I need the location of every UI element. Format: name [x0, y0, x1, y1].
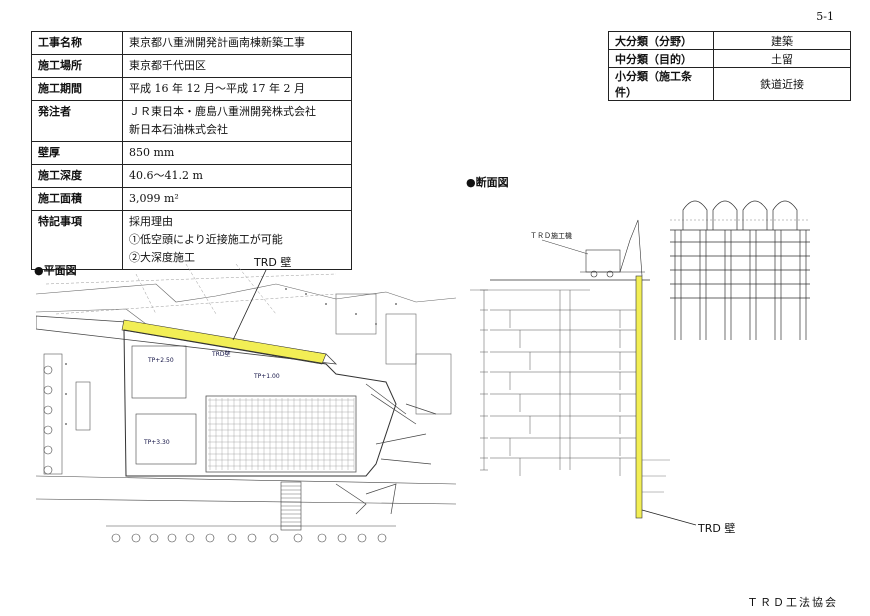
classification-label: 小分類（施工条件） — [608, 67, 714, 101]
axis-circle — [337, 533, 347, 543]
info-value-line: ＪＲ東日本・鹿島八重洲開発株式会社 — [129, 105, 316, 118]
info-value: 採用理由 ①低空頭により近接施工が可能 ②大深度施工 — [122, 210, 352, 270]
section-view-label: ●断面図 — [466, 176, 509, 189]
axis-circle — [205, 533, 215, 543]
info-label: 発注者 — [31, 100, 123, 142]
plan-tag: TRD壁 — [211, 350, 230, 358]
info-row: 施工面積 3,099 m² — [31, 187, 352, 211]
info-value-line: 東京都八重洲開発計画南棟新築工事 — [129, 36, 305, 49]
info-value-line: 40.6～41.2 m — [129, 169, 203, 182]
info-value: 東京都千代田区 — [122, 54, 352, 78]
axis-circle — [293, 533, 303, 543]
classification-value: 建築 — [713, 31, 851, 50]
info-value: 平成 16 年 12 月～平成 17 年 2 月 — [122, 77, 352, 101]
plan-view-label: ●平面図 — [34, 264, 77, 277]
classification-label: 大分類（分野） — [608, 31, 714, 50]
axis-circle — [43, 445, 53, 455]
axis-circle — [131, 533, 141, 543]
dome-outline — [772, 200, 798, 230]
machine-label: ＴＲＤ施工機 — [530, 231, 572, 240]
classification-row: 中分類（目的）土留 — [608, 49, 851, 68]
axis-circle — [43, 425, 53, 435]
info-value-line: 平成 16 年 12 月～平成 17 年 2 月 — [129, 82, 305, 95]
dome-outline — [682, 200, 708, 230]
info-row: 施工期間平成 16 年 12 月～平成 17 年 2 月 — [31, 77, 352, 101]
axis-circle — [317, 533, 327, 543]
info-label: 施工場所 — [31, 54, 123, 78]
classification-value: 土留 — [713, 49, 851, 68]
classification-row: 小分類（施工条件）鉄道近接 — [608, 67, 851, 101]
info-value-line: ②大深度施工 — [129, 251, 195, 264]
axis-circle — [247, 533, 257, 543]
axis-circle — [167, 533, 177, 543]
plan-tag: TP+1.00 — [253, 373, 280, 380]
info-label: 施工面積 — [31, 187, 123, 211]
classification-value: 鉄道近接 — [713, 67, 851, 101]
axis-circle — [43, 385, 53, 395]
section-drawing: ＴＲＤ施工機 TRD 壁 — [470, 200, 810, 535]
page-number: 5-1 — [816, 10, 834, 23]
section-trd-label: TRD 壁 — [697, 521, 735, 535]
classification-label: 中分類（目的） — [608, 49, 714, 68]
info-value: 850 mm — [122, 141, 352, 165]
plan-drawing: TRD 壁 TP+2.50 TRD壁 TP+1.00 TP+3.30 — [36, 255, 456, 543]
axis-circle — [111, 533, 121, 543]
dome-outline — [712, 200, 738, 230]
plan-tag: TP+2.50 — [147, 357, 174, 364]
axis-circle — [43, 405, 53, 415]
classification-table: 大分類（分野）建築中分類（目的）土留小分類（施工条件）鉄道近接 — [608, 31, 851, 101]
dome-outline — [742, 200, 768, 230]
axis-circle — [43, 465, 53, 475]
plan-tag: TP+3.30 — [143, 439, 170, 446]
info-label: 施工深度 — [31, 164, 123, 188]
info-value-line: 850 mm — [129, 146, 175, 159]
axis-circle — [43, 365, 53, 375]
footer-organization: ＴＲＤ工法協会 — [747, 596, 838, 609]
info-label: 施工期間 — [31, 77, 123, 101]
axis-circle — [185, 533, 195, 543]
info-label: 工事名称 — [31, 31, 123, 55]
axis-circle — [149, 533, 159, 543]
info-row: 壁厚 850 mm — [31, 141, 352, 165]
info-label: 壁厚 — [31, 141, 123, 165]
info-value-line: 新日本石油株式会社 — [129, 123, 228, 136]
info-value-line: 採用理由 — [129, 215, 173, 228]
project-info-table: 工事名称東京都八重洲開発計画南棟新築工事施工場所東京都千代田区施工期間平成 16… — [31, 31, 352, 270]
info-value: 3,099 m² — [122, 187, 352, 211]
info-row: 施工場所東京都千代田区 — [31, 54, 352, 78]
info-label: 特記事項 — [31, 210, 123, 270]
axis-circle — [357, 533, 367, 543]
axis-circle — [377, 533, 387, 543]
info-value: ＪＲ東日本・鹿島八重洲開発株式会社新日本石油株式会社 — [122, 100, 352, 142]
classification-row: 大分類（分野）建築 — [608, 31, 851, 50]
axis-circle — [269, 533, 279, 543]
plan-trd-label: TRD 壁 — [253, 255, 291, 269]
info-row: 施工深度 40.6～41.2 m — [31, 164, 352, 188]
info-row: 特記事項採用理由 ①低空頭により近接施工が可能 ②大深度施工 — [31, 210, 352, 270]
info-value-line: ①低空頭により近接施工が可能 — [129, 233, 283, 246]
info-value-line: 3,099 m² — [129, 192, 179, 205]
info-value: 40.6～41.2 m — [122, 164, 352, 188]
info-value: 東京都八重洲開発計画南棟新築工事 — [122, 31, 352, 55]
axis-circle — [227, 533, 237, 543]
info-value-line: 東京都千代田区 — [129, 59, 206, 72]
info-row: 工事名称東京都八重洲開発計画南棟新築工事 — [31, 31, 352, 55]
